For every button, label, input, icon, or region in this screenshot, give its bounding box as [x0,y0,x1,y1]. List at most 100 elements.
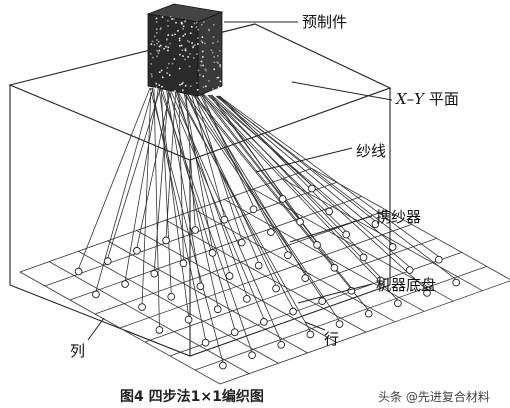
yarn-line [170,89,282,342]
grid-line [144,237,437,343]
yarn-line [158,88,189,317]
preform-speckle [193,57,195,59]
yarn-carrier [155,326,164,334]
preform-speckle [155,17,158,20]
preform-speckle [173,18,175,20]
yarn-line [218,95,440,258]
yarn-line [192,92,352,289]
yarn-carrier [196,282,205,291]
preform-speckle [204,68,207,71]
preform-speckle [153,44,156,46]
preform-speckle [202,64,204,67]
preform-speckle [182,35,185,37]
preform-speckle [216,77,218,79]
preform-speckle [171,62,174,65]
yarn-carrier [230,328,239,337]
preform-speckle [200,40,203,42]
preform-speckle [196,53,198,55]
preform-speckle [158,84,160,86]
preform-speckle [150,90,152,92]
preform-speckle [217,86,220,88]
preform-speckle [161,76,164,79]
yarn-line [124,88,159,282]
preform-speckle [182,89,184,92]
yarn-line [160,88,172,294]
preform-speckle [169,42,171,45]
leader-carrier [289,215,373,243]
preform-speckle [152,56,154,59]
preform-speckle [167,25,169,27]
yarn-carrier [371,220,380,228]
preform-speckle [200,64,202,67]
preform-speckle [217,62,219,64]
yarn-carrier [74,267,83,276]
preform-speckle [192,46,194,49]
label-preform: 预制件 [302,13,347,31]
preform-speckle [159,28,162,31]
preform-speckle [150,53,152,55]
preform-speckle [217,55,219,57]
preform-speckle [219,66,221,68]
preform-speckle [156,42,158,45]
watermark: 头条 @先进复合材料 [378,389,490,404]
yarn-carrier [225,272,234,280]
yarn-carrier [260,318,268,326]
yarn-line [216,95,313,186]
yarn-line [211,94,428,291]
leader-yarn [255,147,353,173]
preform-block [146,3,224,97]
yarn-carrier [213,305,222,314]
preform-speckle [201,50,204,53]
yarn-carrier [318,297,327,306]
preform-speckle [159,44,162,47]
preform-speckle [193,22,196,25]
preform-speckle [184,33,186,36]
preform-speckle [154,35,156,38]
yarn-carrier [220,215,229,224]
yarn-carrier [405,266,414,274]
yarn-line [107,88,161,259]
grid-line [194,265,487,371]
preform-speckle [171,34,174,36]
yarn-carrier [308,184,316,193]
preform-speckle [197,69,200,72]
yarn-line [141,87,152,305]
preform-speckle [151,40,154,43]
yarn-line [209,94,301,220]
yarn-carrier [267,228,275,237]
preform-speckle [201,36,204,38]
yarn-line [210,94,364,255]
yarn-line [185,91,196,228]
label-xy-text: 平面 [424,90,459,108]
preform-speckle [189,32,192,34]
label-yarn-carrier: 携纱器 [376,208,421,226]
yarn-carrier [452,278,461,287]
yarn-carrier [330,263,339,272]
preform-speckle [208,80,210,82]
yarn-line [159,88,253,353]
preform-speckle [201,23,203,26]
preform-speckle [160,27,162,29]
preform-speckle [212,88,214,90]
preform-speckle [178,67,181,70]
yarn-line [153,89,169,271]
preform-speckle [167,19,169,22]
preform-speckle [158,45,161,48]
grid-line [169,251,462,357]
yarn-line [169,89,219,307]
preform-speckle [169,16,172,18]
preform-speckle [177,30,179,32]
yarn-carrier [201,338,210,347]
preform-speckle [187,56,189,58]
yarn-carrier [296,217,304,226]
preform-speckle [158,49,161,52]
yarn-line [200,93,335,266]
yarn-carrier [103,257,112,265]
preform-speckle [184,84,187,87]
yarn-line [190,92,225,217]
preform-speckle [208,29,210,32]
preform-speckle [196,89,199,91]
preform-speckle [156,55,158,58]
yarn-carrier [162,236,170,245]
yarn-line [216,95,457,280]
